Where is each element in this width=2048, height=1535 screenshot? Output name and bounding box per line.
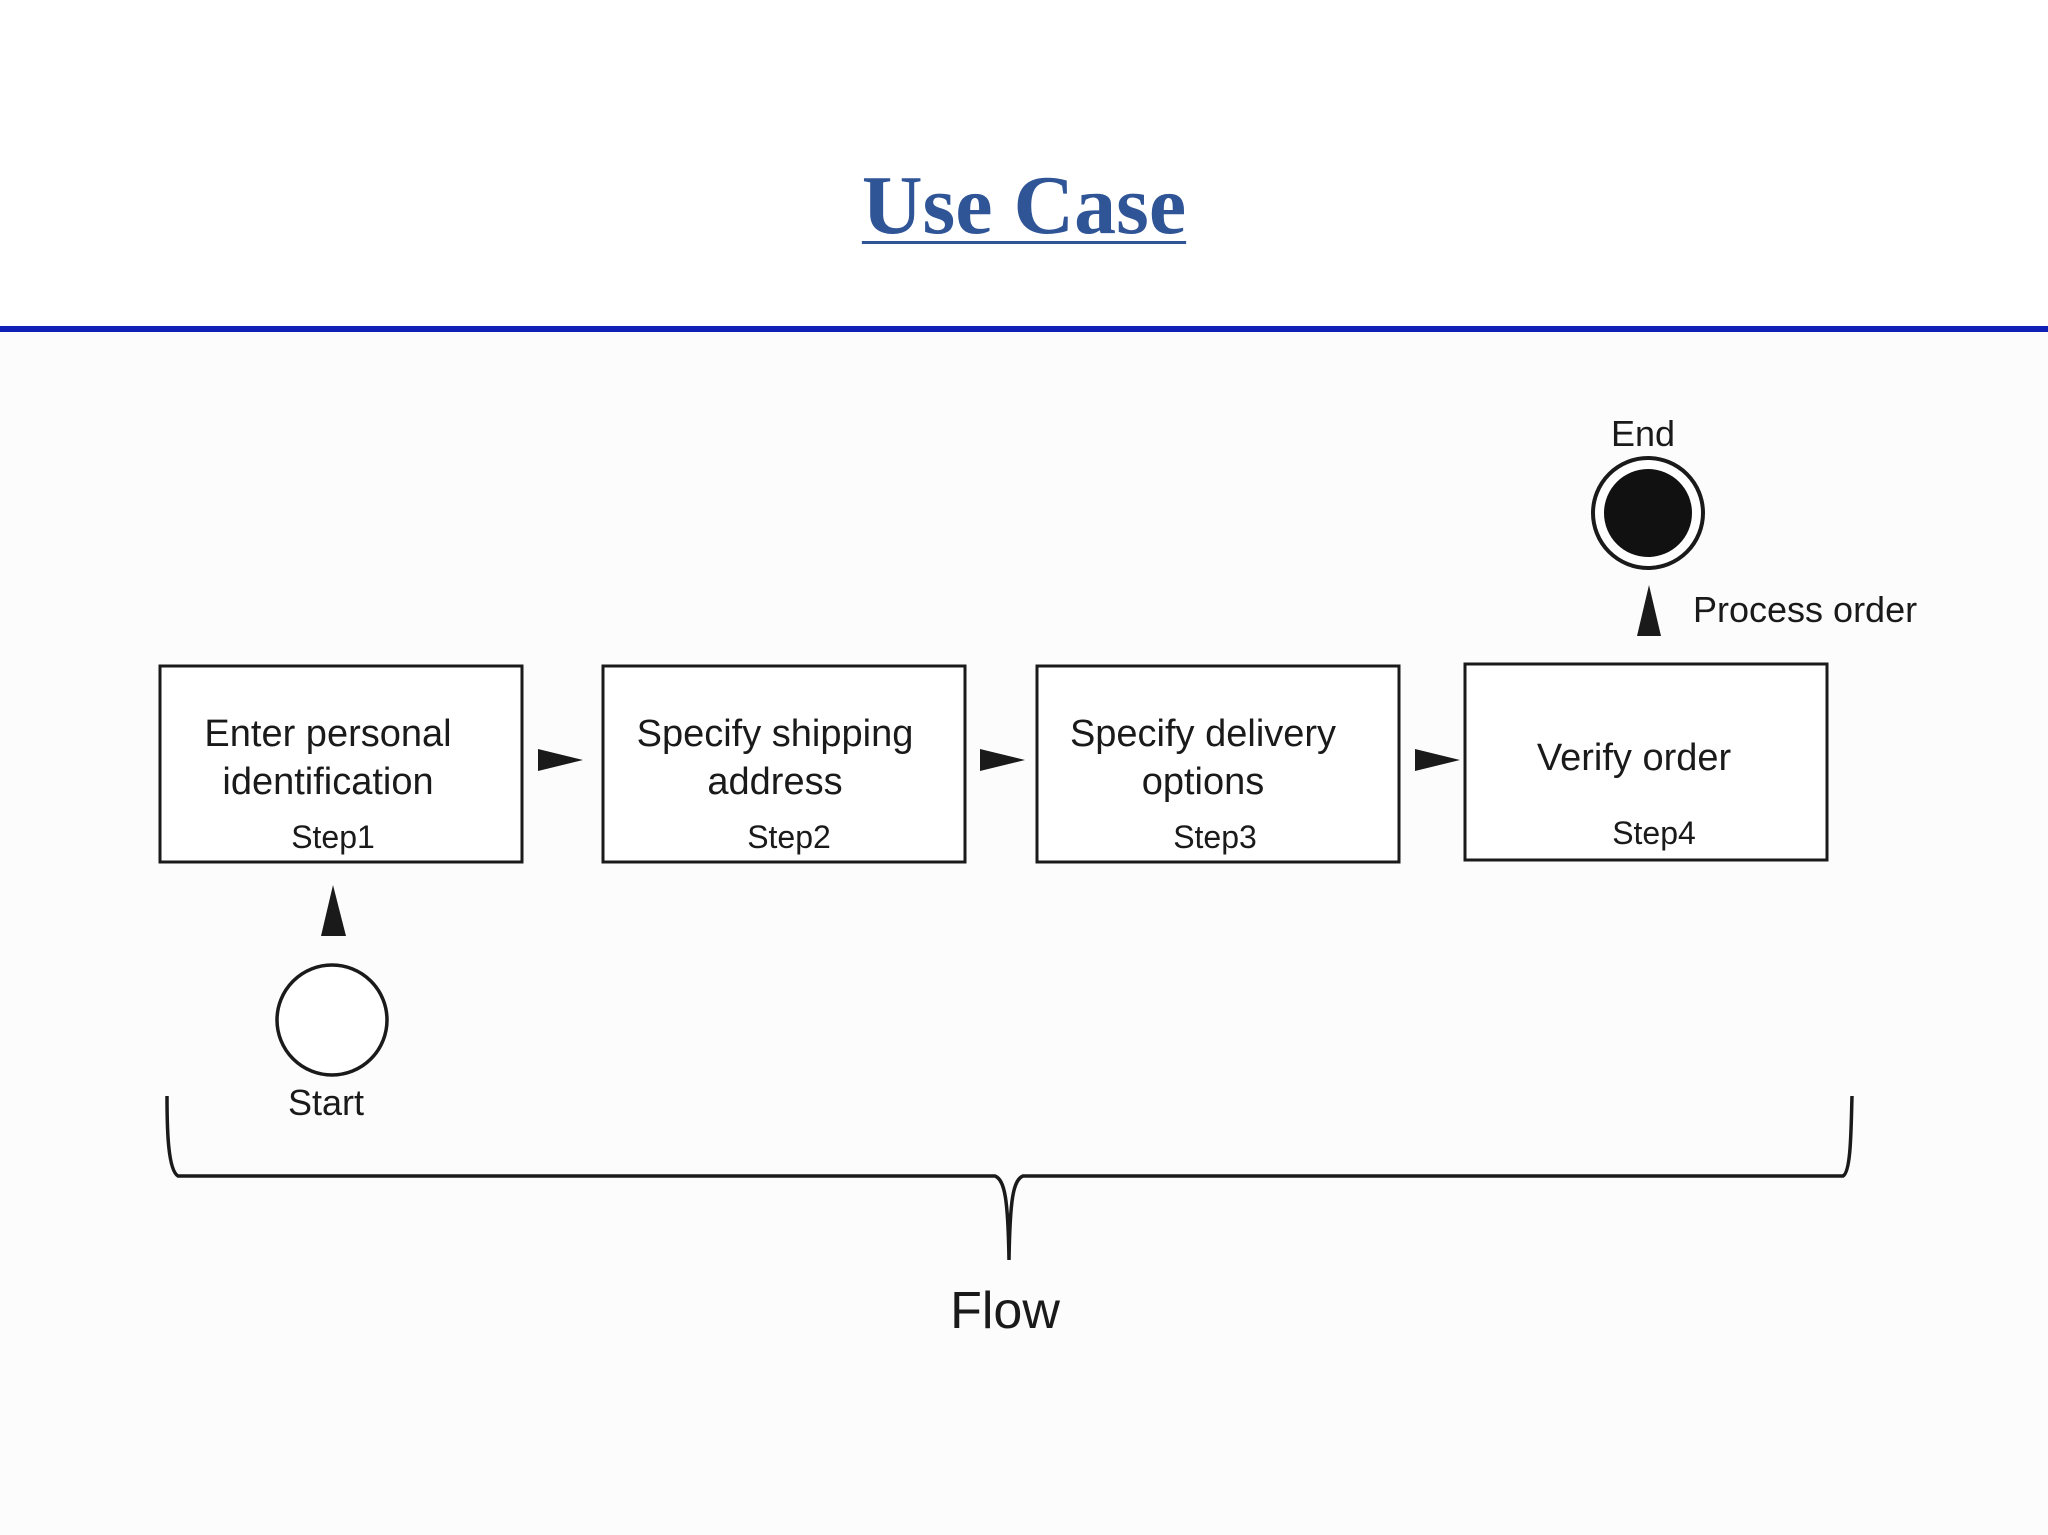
step4-line1: Verify order xyxy=(1537,737,1732,779)
start-label: Start xyxy=(288,1082,364,1123)
step1-box xyxy=(158,664,524,864)
arrow-start-to-step1 xyxy=(321,885,346,936)
step3-line2: options xyxy=(1142,761,1265,803)
arrow-step4-to-end xyxy=(1637,585,1661,636)
step4-number: Step4 xyxy=(1612,815,1696,851)
slide-title: Use Case xyxy=(861,159,1187,252)
end-node-inner xyxy=(1604,469,1692,557)
step1-line2: identification xyxy=(222,761,433,803)
start-node xyxy=(275,963,389,1077)
process-order-label: Process order xyxy=(1693,589,1917,630)
title-divider xyxy=(0,326,2048,332)
flow-label: Flow xyxy=(950,1282,1060,1340)
arrow-step2-to-step3 xyxy=(980,749,1025,771)
step2-line1: Specify shipping xyxy=(637,713,914,755)
flow-bracket xyxy=(165,1095,1854,1261)
end-label: End xyxy=(1611,413,1675,454)
step2-number: Step2 xyxy=(747,819,831,855)
arrow-step3-to-step4 xyxy=(1415,749,1460,771)
step1-number: Step1 xyxy=(291,819,375,855)
step1-line1: Enter personal xyxy=(204,713,451,755)
arrow-step1-to-step2 xyxy=(538,749,583,771)
step2-line2: address xyxy=(707,761,842,803)
step4-box xyxy=(1463,662,1829,862)
step3-box xyxy=(1035,664,1401,864)
step3-number: Step3 xyxy=(1173,819,1257,855)
step2-box xyxy=(601,664,967,864)
step3-line1: Specify delivery xyxy=(1070,713,1336,755)
